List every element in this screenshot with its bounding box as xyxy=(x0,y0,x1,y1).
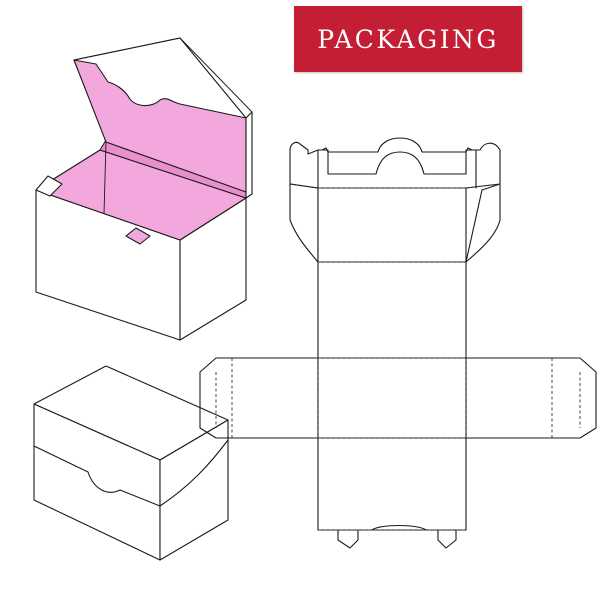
open-box-left-flap xyxy=(35,175,63,197)
dieline-upper-panel xyxy=(317,261,467,359)
dieline-bottom-panel xyxy=(317,437,467,531)
dieline-left-wing xyxy=(289,183,319,263)
open-box-inner-tab xyxy=(125,227,151,245)
dieline-right-arm xyxy=(465,357,597,439)
dieline-bottom-flaps xyxy=(317,524,467,549)
dieline-top-flaps xyxy=(289,137,501,263)
closed-box-tuck-line xyxy=(33,445,161,507)
dieline-top-panel xyxy=(317,187,467,263)
dieline-top-tab xyxy=(317,149,477,189)
closed-box-right-face xyxy=(159,419,229,561)
open-box-lid-edge xyxy=(245,111,253,199)
title-banner: PACKAGING xyxy=(294,6,522,72)
dieline-right-wing xyxy=(465,183,501,263)
open-box-view-icon xyxy=(35,37,253,341)
dieline-center-panel xyxy=(317,357,467,439)
closed-box-view-icon xyxy=(33,365,229,561)
open-box-lid-surface xyxy=(73,59,247,193)
page-title: PACKAGING xyxy=(317,24,499,54)
closed-box-side-curve xyxy=(159,439,229,507)
dieline-template-icon xyxy=(199,137,597,549)
